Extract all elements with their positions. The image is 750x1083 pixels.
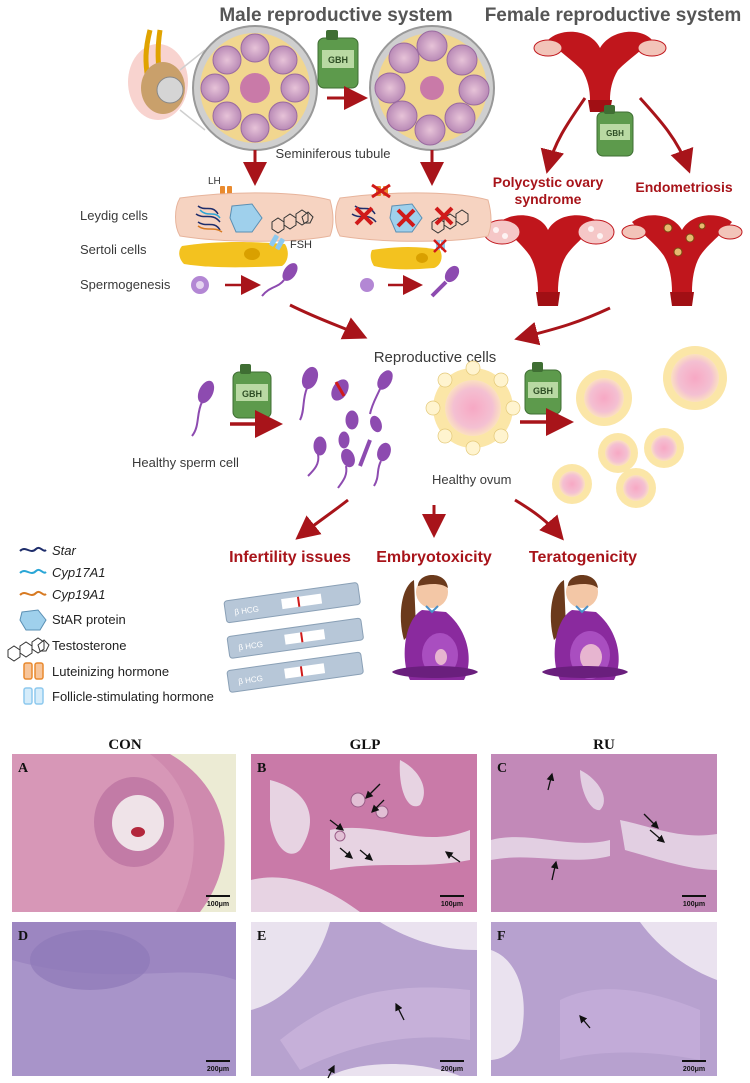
- healthy-sperm-label: Healthy sperm cell: [132, 455, 239, 470]
- arrow-to-reproductive-cells-left: [289, 303, 368, 340]
- gbh-label: GBH: [606, 129, 624, 138]
- star-protein-icon: [19, 609, 47, 631]
- sertoli-cell-healthy-icon: [179, 234, 288, 268]
- hcg-label: β HCG: [234, 604, 260, 616]
- luteinizing-hormone-icon: [23, 662, 44, 680]
- curved-arrow-pcos: [540, 97, 587, 174]
- legend-label: Testosterone: [52, 638, 126, 653]
- gbh-label: GBH: [242, 389, 262, 399]
- legend: Star Cyp17A1 Cyp19A1 StAR protein Testos…: [7, 543, 214, 705]
- column-header-glp: GLP: [350, 737, 381, 753]
- micrograph-panel-d: D 200μm: [12, 922, 236, 1076]
- teratogenicity-label: Teratogenicity: [529, 549, 637, 566]
- pregnant-woman-icon: [542, 575, 628, 680]
- spermatogonium-icon: [191, 276, 209, 294]
- scale-bar-label: 100μm: [207, 901, 229, 908]
- spermogenesis-label: Spermogenesis: [80, 277, 171, 292]
- healthy-ovum-icon: [425, 360, 521, 456]
- pregnancy-test-strips-icon: β HCG β HCG β HCG: [223, 582, 364, 693]
- arrow-to-infertility: [295, 498, 349, 540]
- follicle-stimulating-hormone-icon: [23, 687, 44, 705]
- cyp19a1-gene-icon: [19, 590, 47, 596]
- female-title: Female reproductive system: [485, 5, 742, 26]
- legend-item-cyp17a1: Cyp17A1: [19, 565, 105, 580]
- micrograph-panel-b: B 100μm: [251, 754, 477, 912]
- arrow-to-teratogenicity: [514, 498, 564, 541]
- column-header-ru: RU: [593, 737, 615, 753]
- curved-arrow-endometriosis: [638, 96, 694, 174]
- uterus-pcos-icon: [483, 215, 615, 306]
- damaged-sperm-cluster-icon: [299, 366, 393, 489]
- leydig-label: Leydig cells: [80, 208, 148, 223]
- testosterone-icon: [7, 637, 50, 662]
- endometriosis-label: Endometriosis: [635, 179, 732, 195]
- gbh-label: GBH: [533, 386, 553, 396]
- mature-sperm-icon: [261, 263, 298, 297]
- gbh-bottle-icon: GBH: [232, 364, 272, 419]
- column-header-con: CON: [108, 737, 142, 753]
- legend-label: Cyp17A1: [52, 565, 105, 580]
- fsh-label: FSH: [290, 239, 312, 251]
- micrograph-panel-e: E 200μm: [251, 922, 477, 1079]
- legend-item-lh: Luteinizing hormone: [23, 662, 169, 680]
- male-title: Male reproductive system: [219, 5, 452, 26]
- legend-label: Luteinizing hormone: [52, 664, 169, 679]
- gbh-bottle-icon: GBH: [317, 30, 359, 89]
- uterus-icon-top: [533, 31, 667, 112]
- leydig-cell-healthy-icon: [175, 192, 334, 242]
- legend-item-star: Star: [19, 543, 77, 558]
- seminiferous-label: Seminiferous tubule: [276, 146, 391, 161]
- scale-bar-label: 100μm: [441, 901, 463, 908]
- lh-label: LH: [208, 176, 221, 187]
- legend-item-fsh: Follicle-stimulating hormone: [23, 687, 214, 705]
- testis-icon: [128, 29, 206, 131]
- gbh-bottle-icon: GBH: [524, 362, 562, 415]
- abnormal-sperm-icon: [430, 265, 460, 298]
- uterus-endometriosis-icon: [621, 215, 743, 306]
- legend-label: Cyp19A1: [52, 587, 105, 602]
- gbh-label: GBH: [328, 55, 348, 65]
- star-gene-icon: [19, 546, 47, 552]
- panel-letter: C: [497, 761, 507, 776]
- scale-bar-label: 200μm: [207, 1066, 229, 1073]
- panel-letter: D: [18, 929, 28, 944]
- arrow-to-reproductive-cells-right: [514, 306, 611, 346]
- hcg-label: β HCG: [238, 674, 264, 686]
- scale-bar-label: 200μm: [441, 1066, 463, 1073]
- micrograph-panel-a: A 100μm: [12, 754, 236, 912]
- seminiferous-tubule-damaged-icon: [369, 25, 495, 151]
- pcos-label-line1: Polycystic ovary: [493, 174, 604, 190]
- panel-letter: E: [257, 929, 266, 944]
- damaged-ova-cluster-icon: [552, 346, 727, 508]
- panel-letter: A: [18, 761, 29, 776]
- legend-item-cyp19a1: Cyp19A1: [19, 587, 105, 602]
- panel-letter: F: [497, 929, 506, 944]
- healthy-sperm-icon: [191, 380, 215, 437]
- sertoli-cell-damaged-icon: [370, 239, 447, 270]
- legend-label: Star: [52, 543, 77, 558]
- legend-item-testosterone: Testosterone: [7, 637, 126, 662]
- scale-bar-label: 200μm: [683, 1066, 705, 1073]
- micrograph-panel-c: C 100μm: [491, 754, 717, 912]
- hcg-label: β HCG: [238, 640, 264, 652]
- healthy-ovum-label: Healthy ovum: [432, 472, 511, 487]
- pcos-label-line2: syndrome: [515, 191, 582, 207]
- pregnant-woman-icon: [392, 575, 478, 680]
- gbh-bottle-icon: GBH: [596, 105, 634, 157]
- micrograph-panel-f: F 200μm: [491, 922, 717, 1076]
- legend-label: StAR protein: [52, 612, 126, 627]
- reproductive-cells-label: Reproductive cells: [374, 349, 497, 366]
- spermatogonium-damaged-icon: [360, 278, 374, 292]
- cyp17a1-gene-icon: [19, 568, 47, 574]
- legend-label: Follicle-stimulating hormone: [52, 689, 214, 704]
- panel-letter: B: [257, 761, 266, 776]
- scale-bar-label: 100μm: [683, 901, 705, 908]
- sertoli-label: Sertoli cells: [80, 242, 147, 257]
- infertility-label: Infertility issues: [229, 549, 351, 566]
- legend-item-star-protein: StAR protein: [19, 609, 126, 631]
- seminiferous-tubule-healthy-icon: [192, 25, 318, 151]
- embryotoxicity-label: Embryotoxicity: [376, 549, 492, 566]
- leydig-cell-damaged-icon: [335, 183, 492, 242]
